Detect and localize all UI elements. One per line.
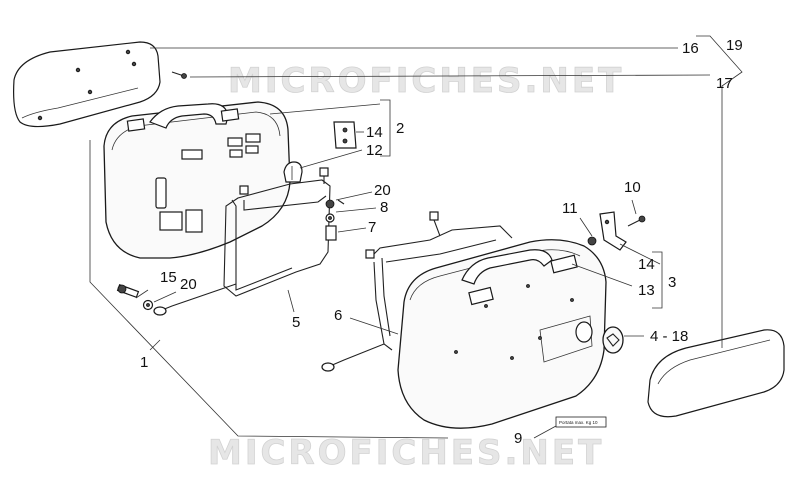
callout-20-left: 20 xyxy=(180,276,197,293)
small-parts-20-8-7 xyxy=(325,199,345,241)
callout-3: 3 xyxy=(668,274,676,291)
screw-17 xyxy=(171,71,187,79)
bolt-10 xyxy=(627,215,646,227)
callout-15: 15 xyxy=(160,269,177,286)
lid-cover-right xyxy=(647,329,785,418)
emblem-4-18 xyxy=(602,326,624,354)
callout-9: 9 xyxy=(514,430,522,447)
lid-cover-left xyxy=(13,41,161,128)
callout-8: 8 xyxy=(380,199,388,216)
watermark-bottom: MICROFICHES.NET xyxy=(208,433,604,473)
nut-11 xyxy=(587,236,597,246)
callout-6: 6 xyxy=(334,307,342,324)
watermark-top: MICROFICHES.NET xyxy=(228,61,624,101)
leader-lines xyxy=(89,35,743,439)
callout-14-right: 14 xyxy=(638,256,655,273)
callout-1: 1 xyxy=(140,354,148,371)
callout-2: 2 xyxy=(396,120,404,137)
callout-11: 11 xyxy=(562,200,578,217)
callout-19: 19 xyxy=(726,37,743,54)
pannier-left xyxy=(103,101,291,259)
callout-10: 10 xyxy=(624,179,641,196)
callout-7: 7 xyxy=(368,219,376,236)
bracket-14-right xyxy=(599,211,627,251)
pannier-right xyxy=(397,239,607,429)
callout-20-top: 20 xyxy=(374,182,391,199)
frame-left xyxy=(153,167,331,316)
washer-20-left xyxy=(142,299,154,311)
callout-14-top: 14 xyxy=(366,124,383,141)
callout-13: 13 xyxy=(638,282,655,299)
callout-numbers: 1 2 3 4 - 18 5 6 7 8 9 10 11 12 13 14 14… xyxy=(140,37,743,447)
bracket-14-top xyxy=(333,121,357,149)
callout-12: 12 xyxy=(366,142,383,159)
callout-4-18: 4 - 18 xyxy=(650,328,688,345)
callout-17: 17 xyxy=(716,75,733,92)
bolt-15 xyxy=(116,283,140,299)
plate-label: Portata max. Kg 10 xyxy=(559,420,598,425)
callout-5: 5 xyxy=(292,314,300,331)
latch-12 xyxy=(283,161,303,183)
callout-16: 16 xyxy=(682,40,699,57)
plate-9: Portata max. Kg 10 xyxy=(555,416,607,428)
frame-right xyxy=(321,211,513,372)
